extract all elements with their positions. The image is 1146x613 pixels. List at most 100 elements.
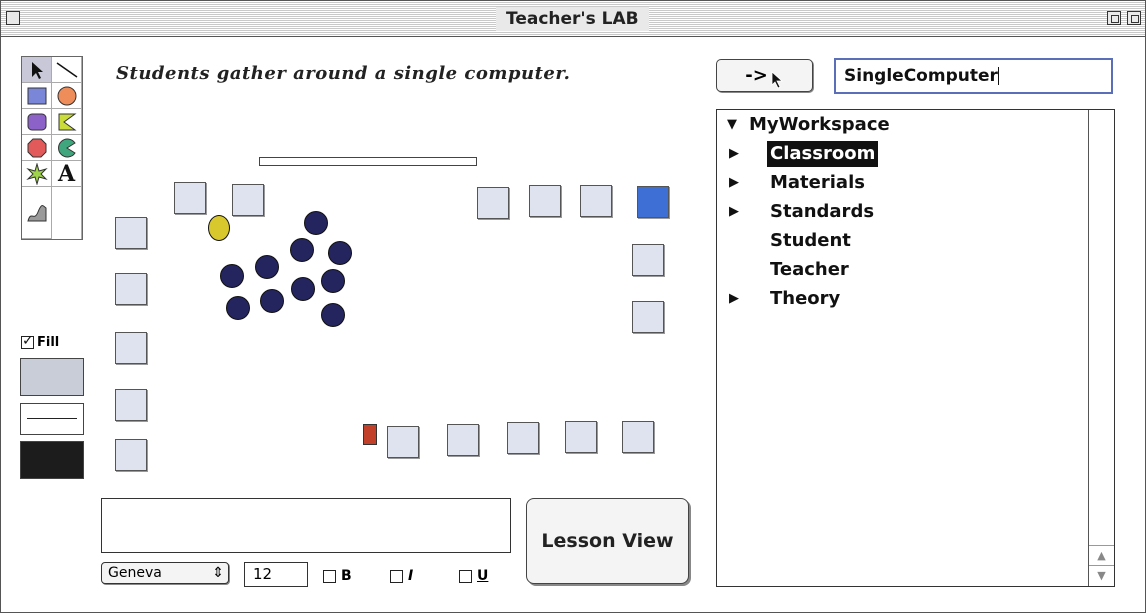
- workspace-tree[interactable]: ▼ MyWorkspace ▶ Classroom ▶ Materials ▶ …: [716, 109, 1115, 587]
- desk[interactable]: [115, 273, 147, 305]
- desk[interactable]: [115, 439, 147, 471]
- tree-scrollbar[interactable]: ▲ ▼: [1088, 110, 1114, 586]
- line-style-swatch[interactable]: [20, 403, 84, 435]
- font-size-field[interactable]: 12: [244, 562, 308, 587]
- line-tool[interactable]: [52, 57, 82, 83]
- freehand-tool[interactable]: [22, 187, 52, 239]
- oval-icon: [57, 86, 76, 105]
- underline-checkbox[interactable]: [459, 569, 472, 583]
- line-icon: [56, 61, 77, 78]
- desk[interactable]: [622, 421, 654, 453]
- student-figure[interactable]: [220, 264, 244, 288]
- rounded-rect-tool[interactable]: [22, 109, 52, 135]
- desk[interactable]: [529, 185, 561, 217]
- select-arrows-icon: ⇕: [212, 565, 224, 581]
- desk[interactable]: [115, 217, 147, 249]
- text-tool[interactable]: A: [52, 161, 82, 187]
- note-text-area[interactable]: [101, 498, 511, 553]
- student-figure[interactable]: [321, 303, 345, 327]
- scroll-up-arrow-icon[interactable]: ▲: [1089, 545, 1114, 566]
- italic-checkbox[interactable]: [390, 569, 403, 583]
- fill-label: Fill: [37, 334, 60, 350]
- tree-item-label: Theory: [770, 288, 841, 309]
- desk[interactable]: [632, 301, 664, 333]
- disclosure-down-icon[interactable]: ▼: [727, 117, 737, 132]
- bold-toggle[interactable]: B: [323, 567, 352, 585]
- close-box[interactable]: [6, 11, 20, 25]
- disclosure-right-icon[interactable]: ▶: [729, 291, 739, 306]
- title-bar[interactable]: Teacher's LAB: [1, 1, 1145, 37]
- oval-tool[interactable]: [52, 83, 82, 109]
- scene-name-value: SingleComputer: [844, 66, 998, 86]
- desk[interactable]: [632, 244, 664, 276]
- tree-item-label: Materials: [770, 172, 865, 193]
- fill-checkbox[interactable]: [21, 333, 34, 349]
- lesson-view-button[interactable]: Lesson View: [526, 498, 689, 584]
- desk[interactable]: [447, 424, 479, 456]
- octagon-tool[interactable]: [22, 135, 52, 161]
- desk[interactable]: [115, 389, 147, 421]
- student-figure[interactable]: [328, 241, 352, 265]
- text-caret: [997, 67, 999, 85]
- desk[interactable]: [174, 182, 206, 214]
- underline-label: U: [477, 568, 489, 584]
- empty-tool-slot: [52, 187, 82, 239]
- fill-toggle[interactable]: Fill: [21, 333, 59, 351]
- font-select[interactable]: Geneva ⇕: [101, 562, 229, 584]
- bold-checkbox[interactable]: [323, 569, 336, 583]
- go-button-label: ->: [745, 65, 768, 86]
- student-figure[interactable]: [260, 289, 284, 313]
- font-select-value: Geneva: [108, 565, 162, 581]
- scroll-down-arrow-icon[interactable]: ▼: [1089, 565, 1114, 586]
- disclosure-right-icon[interactable]: ▶: [729, 146, 739, 161]
- student-figure[interactable]: [304, 211, 328, 235]
- desk[interactable]: [580, 185, 612, 217]
- tree-item-label: Teacher: [770, 259, 849, 280]
- italic-toggle[interactable]: I: [390, 567, 413, 585]
- desk[interactable]: [565, 421, 597, 453]
- scene-name-field[interactable]: SingleComputer: [834, 58, 1113, 94]
- tree-item-label: Student: [770, 230, 851, 251]
- window-title: Teacher's LAB: [496, 7, 649, 31]
- pie-icon: [57, 138, 76, 157]
- disclosure-right-icon[interactable]: ▶: [729, 175, 739, 190]
- student-figure[interactable]: [291, 277, 315, 301]
- underline-toggle[interactable]: U: [459, 567, 488, 585]
- student-figure[interactable]: [321, 269, 345, 293]
- polygon-tool[interactable]: [52, 109, 82, 135]
- arrow-tool[interactable]: [22, 57, 52, 83]
- cursor-icon: [771, 70, 783, 89]
- whiteboard[interactable]: [259, 157, 477, 166]
- italic-label: I: [408, 568, 414, 584]
- text-tool-glyph: A: [57, 160, 76, 187]
- desk[interactable]: [115, 332, 147, 364]
- active-computer-desk[interactable]: [637, 186, 669, 218]
- zoom-box[interactable]: [1107, 11, 1121, 25]
- rectangle-tool[interactable]: [22, 83, 52, 109]
- student-figure[interactable]: [226, 296, 250, 320]
- rounded-rect-icon: [27, 113, 46, 130]
- desk[interactable]: [232, 184, 264, 216]
- rectangle-icon: [27, 87, 46, 104]
- desk[interactable]: [507, 422, 539, 454]
- student-figure[interactable]: [290, 238, 314, 262]
- arrow-icon: [31, 61, 43, 79]
- go-button[interactable]: ->: [716, 59, 813, 92]
- teacher-figure[interactable]: [208, 215, 230, 241]
- student-figure[interactable]: [255, 255, 279, 279]
- desk[interactable]: [477, 187, 509, 219]
- desk[interactable]: [387, 426, 419, 458]
- fill-color-swatch[interactable]: [20, 358, 84, 396]
- star-tool[interactable]: [22, 161, 52, 187]
- tool-palette: A: [21, 56, 83, 240]
- pen-color-swatch[interactable]: [20, 441, 84, 479]
- disclosure-right-icon[interactable]: ▶: [729, 204, 739, 219]
- collapse-box[interactable]: [1127, 11, 1141, 25]
- tree-root-label: MyWorkspace: [749, 114, 890, 135]
- line-sample: [27, 418, 77, 419]
- pie-tool[interactable]: [52, 135, 82, 161]
- star-icon: [25, 162, 48, 185]
- polygon-icon: [58, 113, 77, 130]
- red-marker[interactable]: [363, 424, 377, 445]
